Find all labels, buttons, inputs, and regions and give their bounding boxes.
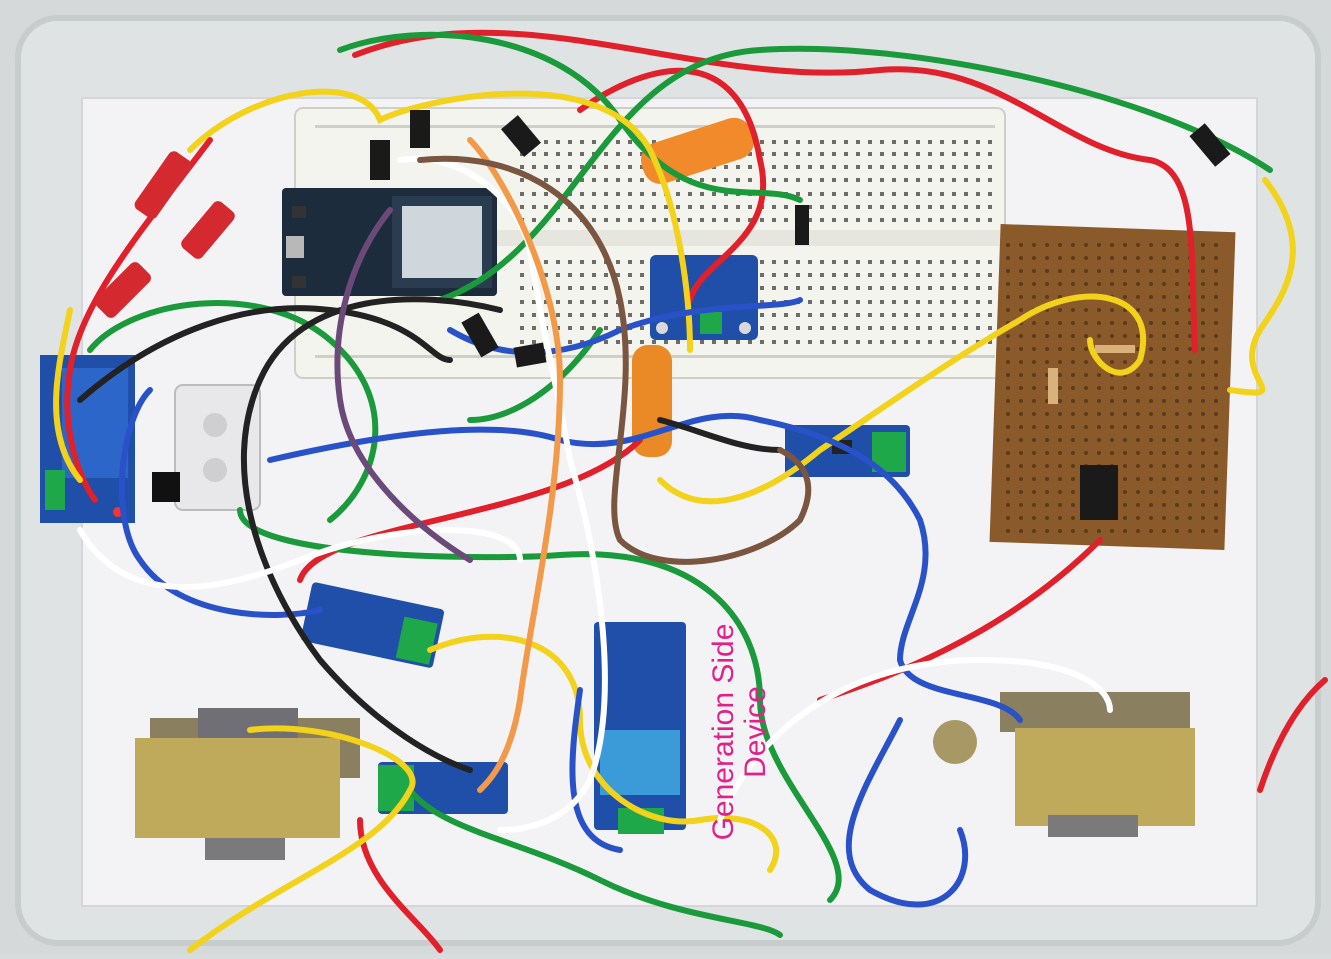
heat-shrink-sleeves [95, 151, 235, 318]
annotation-line-2: Device [739, 686, 772, 778]
annotation-label: Generation Side Device [707, 512, 772, 952]
esp32-board [282, 188, 497, 296]
annotation-line-1: Generation Side [707, 623, 740, 841]
current-sensor-middle [300, 582, 445, 668]
perfboard [989, 224, 1236, 551]
ina219-module [650, 255, 758, 340]
transformer-left [135, 708, 360, 860]
voltage-sensor-module [594, 622, 686, 834]
jumper-heads [370, 110, 1231, 368]
terminal-block [152, 384, 261, 511]
transformer-right [933, 692, 1195, 837]
